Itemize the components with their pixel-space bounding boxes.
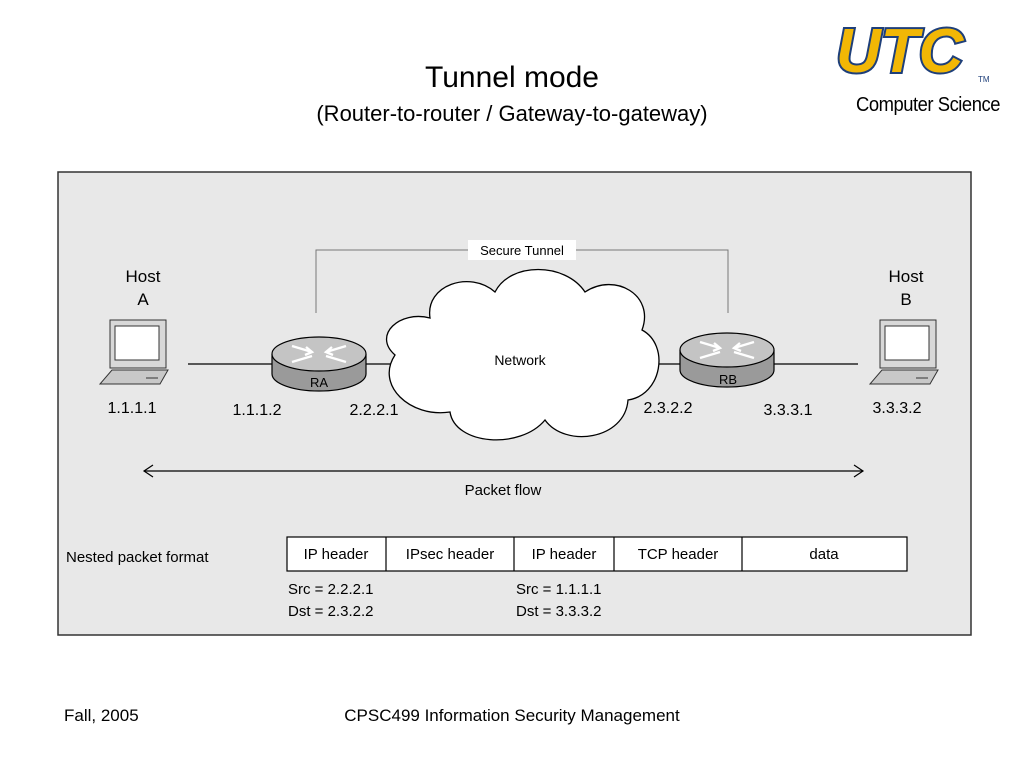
host-b-computer-icon (868, 319, 939, 385)
logo-wordmark: UTC (836, 17, 965, 86)
host-a-computer-icon (98, 319, 169, 385)
packet-field-ipsec: IPsec header (406, 546, 494, 563)
rb-ip-left: 2.3.2.2 (644, 400, 693, 417)
packet-flow-label: Packet flow (465, 482, 542, 499)
packet-field-data: data (809, 546, 839, 563)
logo-trademark: TM (978, 75, 990, 84)
packet-flow-arrow (142, 464, 865, 478)
router-ra-label: RA (310, 375, 328, 390)
host-b-label-line2: B (900, 290, 911, 309)
nested-packet-label: Nested packet format (66, 549, 209, 566)
router-arrows-icon (699, 340, 755, 360)
inner-dst: Dst = 3.3.3.2 (516, 603, 601, 620)
slide-title: Tunnel mode (425, 61, 599, 94)
host-b-label-line1: Host (889, 267, 924, 286)
outer-dst: Dst = 2.3.2.2 (288, 603, 373, 620)
department-label: Computer Science (855, 94, 1000, 116)
host-a-label-line1: Host (126, 267, 161, 286)
slide-subtitle: (Router-to-router / Gateway-to-gateway) (316, 101, 708, 126)
host-b-ip: 3.3.3.2 (873, 400, 922, 417)
utc-logo: UTC TM (834, 15, 990, 86)
packet-format-row (286, 536, 908, 572)
host-a-ip: 1.1.1.1 (108, 400, 157, 417)
secure-tunnel-label: Secure Tunnel (480, 243, 564, 258)
inner-src: Src = 1.1.1.1 (516, 581, 601, 598)
router-rb-label: RB (719, 372, 737, 387)
host-a-label-line2: A (137, 290, 149, 309)
tunnel-label-bg (468, 240, 576, 260)
packet-field-tcp: TCP header (638, 546, 719, 563)
rb-ip-right: 3.3.3.1 (764, 402, 813, 419)
outer-src: Src = 2.2.2.1 (288, 581, 373, 598)
network-cloud (386, 268, 660, 441)
ra-ip-right: 2.2.2.1 (350, 402, 399, 419)
router-arrows-icon (291, 344, 347, 364)
packet-field-inner-ip: IP header (532, 546, 597, 563)
packet-field-outer-ip: IP header (304, 546, 369, 563)
router-rb (679, 332, 775, 388)
ra-ip-left: 1.1.1.2 (233, 402, 282, 419)
footer-date: Fall, 2005 (64, 706, 139, 725)
router-ra (271, 336, 367, 392)
network-label: Network (494, 352, 546, 368)
footer-course: CPSC499 Information Security Management (344, 706, 680, 725)
